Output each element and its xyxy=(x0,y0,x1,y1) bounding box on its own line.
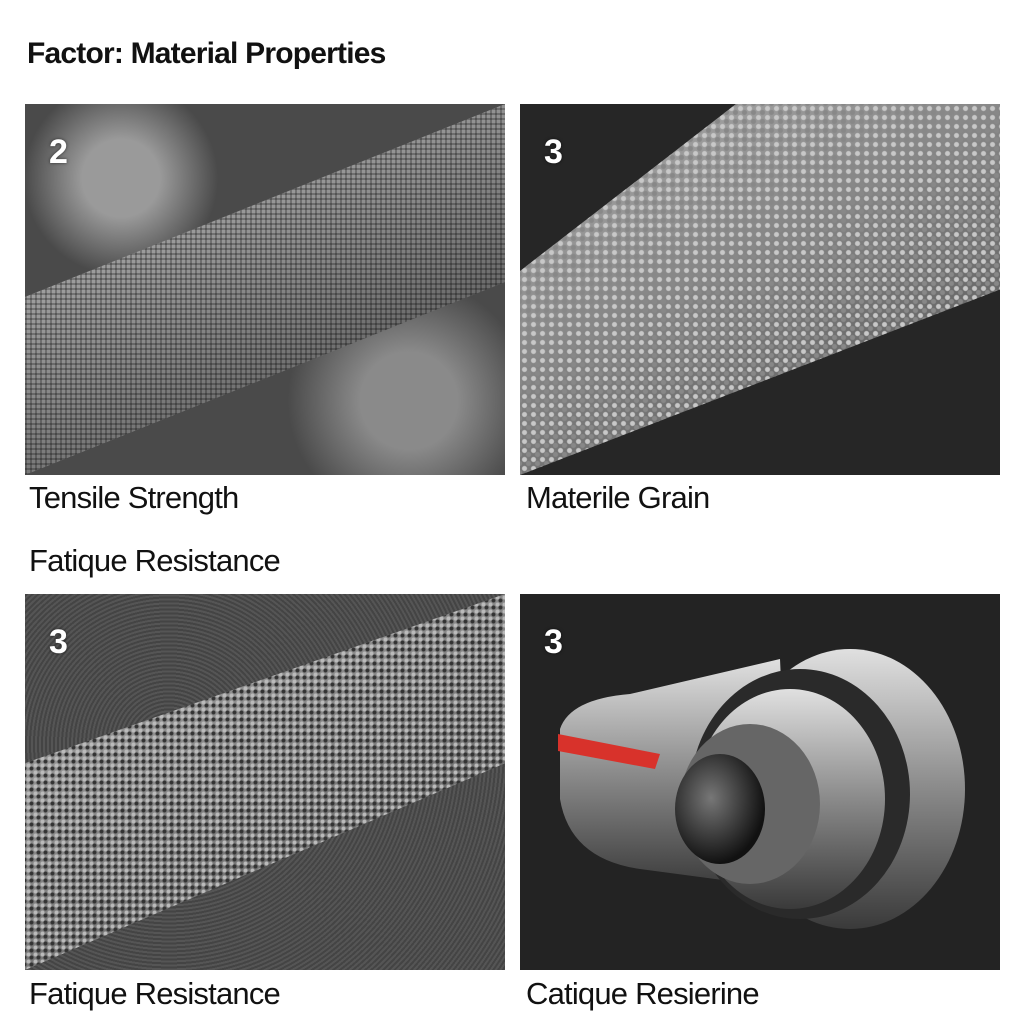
fiber-rod xyxy=(520,104,1000,475)
panel-number: 2 xyxy=(49,133,68,171)
fiber-rod xyxy=(25,104,505,475)
caption-tensile-strength: Tensile Strength xyxy=(29,480,239,515)
section-label: Fatique Resistance xyxy=(29,543,281,578)
caption-fatigue-resistance: Fatique Resistance xyxy=(29,976,281,1011)
image-mechanical-part: 3 xyxy=(520,594,1000,970)
panel-number: 3 xyxy=(49,623,68,661)
page-title: Factor: Material Properties xyxy=(27,37,386,70)
panel-number: 3 xyxy=(544,623,563,661)
image-material-grain: 3 xyxy=(520,104,1000,475)
image-tensile-strength: 2 xyxy=(25,104,505,475)
caption-catique-resierine: Catique Resierine xyxy=(526,976,760,1011)
caption-material-grain: Materile Grain xyxy=(526,480,710,515)
image-fatigue-resistance: 3 xyxy=(25,594,505,970)
panel-number: 3 xyxy=(544,133,563,171)
bearing-device-illustration xyxy=(558,649,965,929)
fiber-rod xyxy=(25,594,505,970)
